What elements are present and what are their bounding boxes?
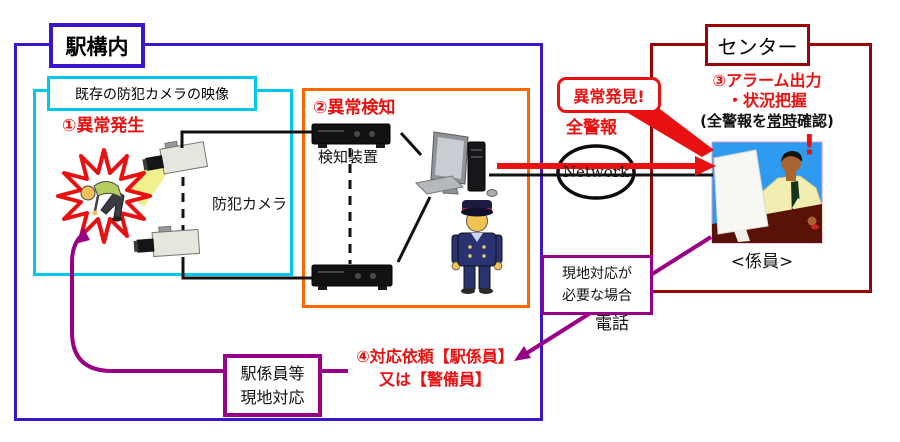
detection-area-box (302, 88, 530, 308)
condition-box: 現地対応が 必要な場合 (541, 255, 653, 315)
step1-label: ①異常発生 (62, 116, 145, 136)
staff-response-line2: 現地対応 (240, 387, 305, 407)
alert-bubble: 異常発見! (557, 77, 661, 113)
step3-line1: ③アラーム出力 (712, 71, 822, 90)
alarm-label: 全警報 (566, 118, 617, 138)
station-area-title: 駅構内 (49, 23, 145, 68)
step2-label: ②異常検知 (313, 98, 396, 118)
step4-line2: 又は【警備員】 (378, 370, 491, 389)
station-area-box (14, 43, 543, 421)
station-area-title-text: 駅構内 (65, 34, 129, 59)
center-area-title-text: センター (717, 34, 798, 59)
operator-caption: <係員> (730, 252, 794, 272)
step4-line1: ④対応依頼【駅係員】 (356, 347, 514, 366)
alert-bubble-text: 異常発見! (573, 87, 645, 106)
condition-line2: 必要な場合 (562, 288, 632, 304)
camera-caption: 防犯カメラ (212, 195, 288, 213)
network-label: Network (562, 163, 630, 181)
staff-response-box: 駅係員等 現地対応 (223, 354, 322, 417)
note-prefix: (全警報を (700, 112, 767, 130)
condition-line1: 現地対応が (562, 265, 632, 282)
phone-label: 電話 (595, 314, 629, 334)
step3-note: (全警報を常時確認) (660, 113, 874, 130)
note-underlined: 常時 (766, 112, 797, 130)
device-caption: 検知装置 (318, 148, 379, 166)
note-suffix: 確認) (797, 112, 834, 130)
center-area-title: センター (705, 24, 810, 66)
staff-response-line1: 駅係員等 (240, 363, 305, 383)
camera-area-title: 既存の防犯カメラの映像 (47, 76, 257, 111)
exclamation-mark: ! (803, 128, 816, 161)
step3-line2: ・状況把握 (726, 91, 807, 110)
camera-area-title-text: 既存の防犯カメラの映像 (75, 86, 229, 103)
